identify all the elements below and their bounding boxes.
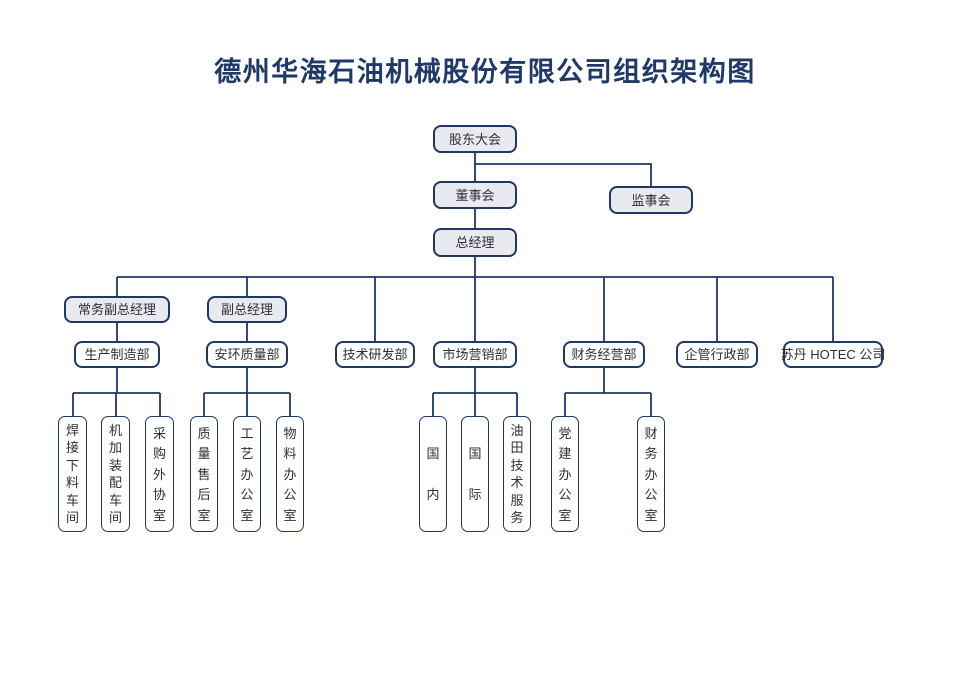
vertical-label-char: 室: [152, 507, 166, 523]
org-node-deputy-gm: 副总经理: [207, 296, 287, 323]
vertical-label-char: 国: [426, 446, 440, 461]
vertical-label-char: 质: [197, 425, 211, 441]
vertical-label-char: 购: [152, 446, 166, 461]
org-node-finance-office: 财务办公室: [637, 416, 665, 532]
vertical-label-char: 物: [283, 425, 297, 441]
chart-title: 德州华海石油机械股份有限公司组织架构图: [214, 57, 756, 87]
org-node-quality-aftersales-office: 质量售后室: [190, 416, 218, 532]
vertical-label-char: 艺: [240, 446, 254, 461]
org-node-board-of-directors: 董事会: [433, 181, 517, 209]
vertical-label-char: 室: [644, 507, 658, 523]
org-node-general-manager: 总经理: [433, 228, 517, 257]
org-node-marketing-dept: 市场营销部: [433, 341, 517, 368]
org-node-tech-rd-dept: 技术研发部: [335, 341, 415, 368]
vertical-label-char: 术: [510, 475, 524, 491]
vertical-label-char: 室: [558, 507, 572, 523]
vertical-label-char: 建: [558, 446, 572, 461]
vertical-label-char: 办: [644, 466, 658, 482]
vertical-label-char: 技: [510, 457, 524, 473]
vertical-label-char: 室: [283, 507, 297, 523]
org-node-executive-deputy-gm: 常务副总经理: [64, 296, 170, 323]
vertical-label-char: 装: [108, 457, 122, 473]
vertical-label-char: 车: [65, 492, 79, 508]
vertical-label-char: 料: [283, 446, 297, 461]
vertical-label-char: 油: [510, 422, 524, 438]
vertical-label-char: 财: [644, 425, 658, 441]
vertical-label-char: 外: [152, 466, 166, 482]
vertical-label-char: 服: [510, 492, 524, 508]
vertical-label-char: 下: [65, 457, 79, 473]
vertical-label-char: 间: [65, 510, 79, 526]
org-node-procurement-office: 采购外协室: [145, 416, 174, 532]
org-node-domestic: 国内: [419, 416, 447, 532]
vertical-label-char: 办: [283, 466, 297, 482]
org-node-process-office: 工艺办公室: [233, 416, 261, 532]
vertical-label-char: 采: [152, 425, 166, 441]
org-node-welding-workshop: 焊接下料车间: [58, 416, 87, 532]
org-node-finance-operation-dept: 财务经营部: [563, 341, 645, 368]
vertical-label-char: 间: [108, 510, 122, 526]
vertical-label-char: 车: [108, 492, 122, 508]
org-node-safety-quality-dept: 安环质量部: [206, 341, 288, 368]
vertical-label-char: 协: [152, 487, 166, 502]
org-node-international: 国际: [461, 416, 489, 532]
vertical-label-char: 配: [108, 475, 122, 491]
vertical-label-char: 工: [240, 425, 254, 441]
org-node-party-building-office: 党建办公室: [551, 416, 579, 532]
vertical-label-char: 国: [468, 446, 482, 461]
vertical-label-char: 料: [65, 475, 79, 491]
vertical-label-char: 际: [468, 487, 482, 502]
vertical-label-char: 田: [510, 440, 524, 456]
org-node-admin-dept: 企管行政部: [676, 341, 758, 368]
org-node-sudan-hotec: 苏丹 HOTEC 公司: [781, 341, 885, 368]
vertical-label-char: 务: [510, 510, 524, 526]
vertical-label-char: 党: [558, 425, 572, 441]
vertical-label-char: 内: [426, 487, 440, 502]
vertical-label-char: 后: [197, 487, 211, 502]
vertical-label-char: 室: [240, 507, 254, 523]
vertical-label-char: 公: [558, 487, 572, 502]
vertical-label-char: 焊: [65, 422, 79, 438]
vertical-label-char: 务: [644, 446, 658, 461]
org-node-production-dept: 生产制造部: [74, 341, 160, 368]
vertical-label-char: 加: [108, 440, 122, 456]
connector-line: [475, 163, 652, 186]
org-node-machining-workshop: 机加装配车间: [101, 416, 130, 532]
vertical-label-char: 办: [558, 466, 572, 482]
org-node-shareholders-meeting: 股东大会: [433, 125, 517, 153]
vertical-label-char: 量: [197, 446, 211, 461]
vertical-label-char: 机: [108, 422, 122, 438]
vertical-label-char: 办: [240, 466, 254, 482]
org-node-material-office: 物料办公室: [276, 416, 304, 532]
vertical-label-char: 公: [644, 487, 658, 502]
org-node-oilfield-tech-service: 油田技术服务: [503, 416, 531, 532]
vertical-label-char: 公: [240, 487, 254, 502]
vertical-label-char: 售: [197, 466, 211, 482]
vertical-label-char: 接: [65, 440, 79, 456]
org-node-supervisory-board: 监事会: [609, 186, 693, 214]
vertical-label-char: 公: [283, 487, 297, 502]
vertical-label-char: 室: [197, 507, 211, 523]
